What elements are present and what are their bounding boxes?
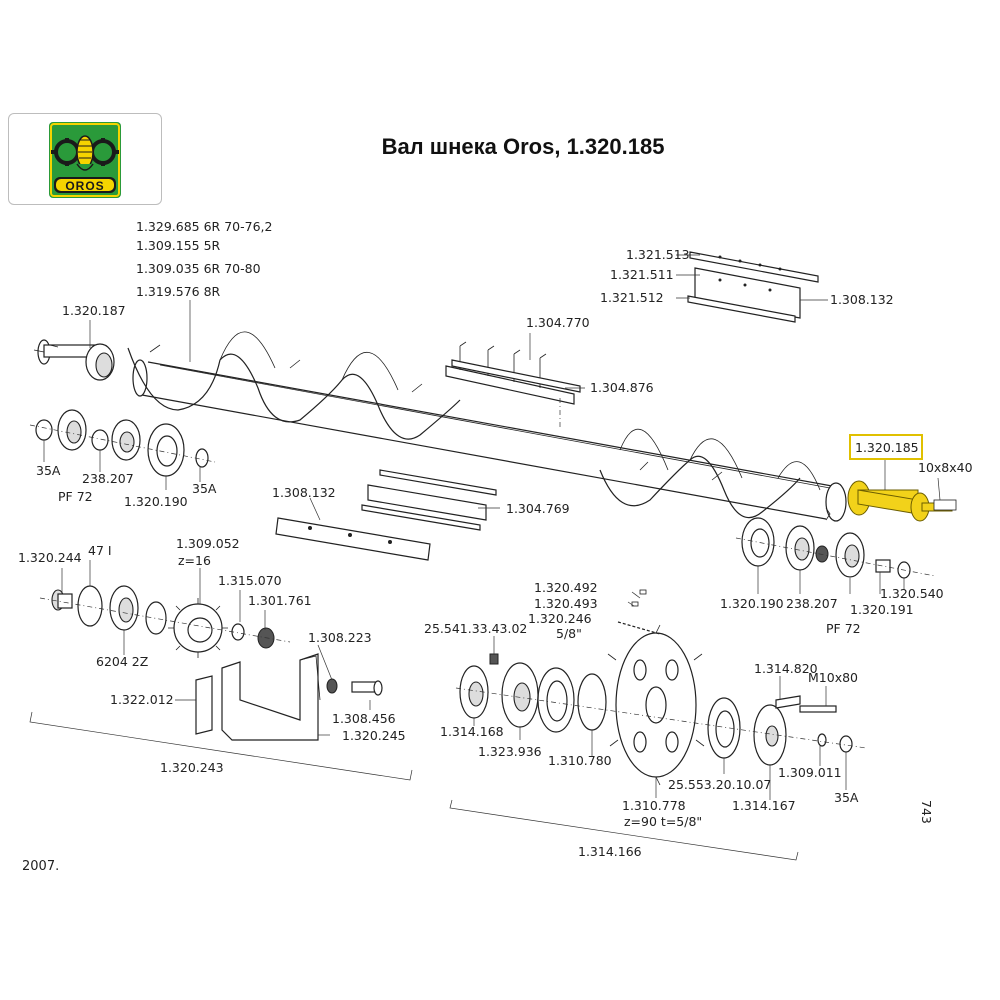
drive-left [39,585,291,658]
labels: 1.329.685 6R 70-76,2 1.309.155 5R 1.309.… [18,219,973,874]
label-1304770: 1.304.770 [526,315,590,330]
label-m10x80: M10x80 [808,670,858,685]
label-1310778: 1.310.778 [622,798,686,813]
label-1314168: 1.314.168 [440,724,504,739]
label-58: 5/8" [556,626,582,641]
bracket [195,653,383,741]
label-z90: z=90 t=5/8" [624,814,702,829]
label-238207-left: 238.207 [82,471,134,486]
page-title: Вал шнека Oros, 1.320.185 [381,134,665,159]
label-1301761: 1.301.761 [248,593,312,608]
highlighted-stub-shaft [847,480,957,522]
label-1310780: 1.310.780 [548,753,612,768]
right-bearing-set [735,517,936,579]
label-25541: 25.541.33.43.02 [424,621,527,636]
label-1323936: 1.323.936 [478,744,542,759]
label-1321512: 1.321.512 [600,290,664,305]
auger-shaft [127,331,847,522]
label-10x8x40: 10x8x40 [918,460,973,475]
label-1304769: 1.304.769 [506,501,570,516]
assembly-brackets [29,711,799,861]
label-1315070: 1.315.070 [218,573,282,588]
guide-bars [361,469,497,531]
highlight-label-box [849,434,923,460]
label-1320540: 1.320.540 [880,586,944,601]
auger-label-4: 1.319.576 8R [136,284,221,299]
label-1304876: 1.304.876 [590,380,654,395]
wear-strips-top [687,251,819,323]
label-1321511: 1.321.511 [610,267,674,282]
leader-lines [43,254,941,800]
label-z16: z=16 [178,553,211,568]
label-1321513: 1.321.513 [626,247,690,262]
auger-label-3: 1.309.035 6R 70-80 [136,261,261,276]
sprocket-drive [455,589,867,786]
oros-logo-icon [49,122,121,198]
label-35a-left: 35A [36,463,61,478]
auger-label-2: 1.309.155 5R [136,238,221,253]
label-6204: 6204 2Z [96,654,148,669]
auger-label-1: 1.329.685 6R 70-76,2 [136,219,272,234]
label-25553: 25.553.20.10.07 [668,777,771,792]
label-pf72-right: PF 72 [826,621,861,636]
label-1314820: 1.314.820 [754,661,818,676]
finger-bar [445,341,581,430]
label-1322012: 1.322.012 [110,692,174,707]
label-1309052: 1.309.052 [176,536,240,551]
plate-lower [275,517,431,561]
year-label: 2007. [22,859,59,874]
label-47i: 47 I [88,543,112,558]
label-1308132-top: 1.308.132 [830,292,894,307]
label-1320246: 1.320.246 [528,611,592,626]
left-stub-shaft [33,339,115,381]
label-1309011: 1.309.011 [778,765,842,780]
logo-text: OROS [65,179,105,193]
label-1320244: 1.320.244 [18,550,82,565]
label-1308456: 1.308.456 [332,711,396,726]
label-1320187: 1.320.187 [62,303,126,318]
label-1320245: 1.320.245 [342,728,406,743]
label-highlighted-part: 1.320.185 [855,440,919,455]
label-1320492: 1.320.492 [534,580,598,595]
label-1320190-left: 1.320.190 [124,494,188,509]
label-1320190-right: 1.320.190 [720,596,784,611]
label-1308132-low: 1.308.132 [272,485,336,500]
logo-box: OROS [8,113,162,205]
label-1314166: 1.314.166 [578,844,642,859]
label-35a-left2: 35A [192,481,217,496]
label-pf72-left: PF 72 [58,489,93,504]
label-1320493: 1.320.493 [534,596,598,611]
label-1308223: 1.308.223 [308,630,372,645]
label-35a-right: 35A [834,790,859,805]
label-1320191: 1.320.191 [850,602,914,617]
page-number: 743 [919,800,934,824]
left-bearing-set [29,409,216,477]
label-1314167: 1.314.167 [732,798,796,813]
label-1320243: 1.320.243 [160,760,224,775]
label-238207-right: 238.207 [786,596,838,611]
